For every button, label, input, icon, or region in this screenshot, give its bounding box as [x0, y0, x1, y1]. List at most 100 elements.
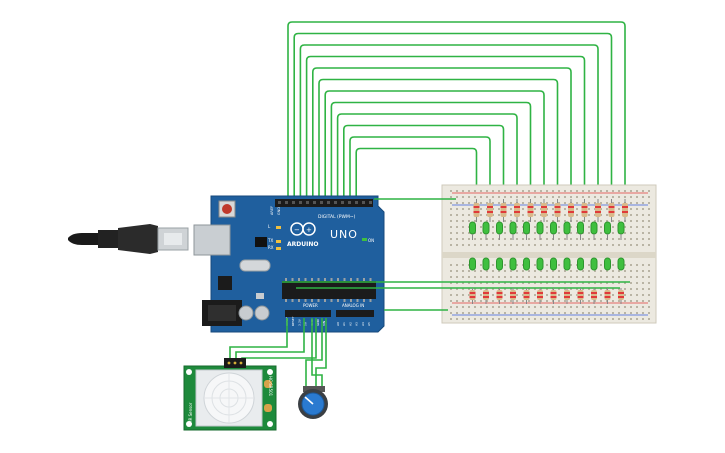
power-header: [285, 310, 331, 317]
tx-label: TX: [267, 238, 273, 243]
resistor: [550, 288, 557, 304]
pir-sensor: PIR Sensor HC-SR501: [183, 358, 277, 431]
digital-wire: [343, 124, 505, 210]
resistor: [537, 288, 543, 304]
capacitor: [254, 305, 270, 321]
power-pin-label: VIN: [322, 321, 326, 326]
svg-text:−: −: [294, 226, 300, 234]
led: [604, 221, 611, 240]
led: [590, 221, 598, 240]
led: [523, 221, 530, 240]
digital-header: [275, 199, 373, 207]
usb-cable-icon: [68, 224, 189, 254]
breadboard: [441, 184, 657, 324]
analog-pin-label: A3: [355, 322, 359, 326]
led: [509, 257, 517, 271]
led: [590, 257, 598, 271]
led: [617, 221, 625, 240]
led: [482, 257, 490, 271]
arduino-board: − + ARDUINO UNO DIGITAL (PWM~) AREF GND …: [193, 195, 385, 333]
usb-port: [193, 224, 231, 256]
led: [577, 257, 584, 271]
power-label: POWER: [303, 303, 318, 308]
resistor: [514, 199, 520, 222]
resistor: [500, 199, 507, 222]
svg-text:+: +: [306, 226, 312, 234]
upper-leds: [469, 221, 625, 240]
resistor: [622, 199, 628, 222]
led: [536, 221, 544, 240]
analog-pin-label: A2: [348, 322, 352, 326]
l-label: L: [268, 224, 271, 229]
capacitor: [238, 305, 254, 321]
atmega-chip: [282, 281, 376, 299]
led: [482, 221, 490, 240]
power-pin-label: GND: [316, 318, 320, 326]
power-pin-label: 5V: [304, 321, 308, 326]
resistor: [541, 199, 547, 222]
pir-dome-icon: [203, 372, 255, 424]
pir-side-left: PIR Sensor: [188, 402, 193, 424]
reset-button-icon[interactable]: [218, 200, 236, 218]
resistor: [591, 288, 597, 304]
on-label: ON: [368, 238, 374, 243]
led: [496, 221, 503, 240]
led: [563, 257, 571, 271]
digital-wire: [324, 90, 545, 210]
pir-side-right: HC-SR501: [268, 376, 273, 397]
analog-header: [336, 310, 374, 317]
resistor: [523, 288, 530, 304]
led: [604, 257, 611, 271]
resistor: [564, 288, 570, 304]
resistor: [527, 199, 534, 222]
aref-label: AREF: [270, 206, 274, 215]
led: [536, 257, 544, 271]
analog-pin-label: A0: [336, 322, 340, 326]
led: [509, 221, 517, 240]
arduino-logo: − +: [290, 222, 316, 236]
led: [617, 257, 625, 271]
gnd-label: GND: [277, 207, 281, 215]
resistor: [595, 199, 601, 222]
resistor: [604, 288, 611, 304]
sensor-wires: [229, 318, 327, 390]
digital-wire: [318, 78, 559, 210]
led: [496, 257, 503, 271]
digital-wire: [330, 101, 532, 210]
digital-wire: [287, 21, 626, 210]
resistor: [554, 199, 561, 222]
arduino-brand: ARDUINO: [287, 241, 318, 248]
crystal: [239, 259, 271, 272]
arduino-model: UNO: [330, 228, 358, 241]
digital-wire: [312, 67, 572, 210]
led: [550, 221, 557, 240]
resistor: [473, 199, 480, 222]
resistor: [577, 288, 584, 304]
resistor: [510, 288, 516, 304]
led: [523, 257, 530, 271]
resistor: [568, 199, 574, 222]
potentiometer-icon[interactable]: [298, 386, 328, 419]
lower-resistors: [469, 288, 624, 304]
resistor: [618, 288, 624, 304]
resistor: [608, 199, 615, 222]
led: [550, 257, 557, 271]
digital-wire: [349, 136, 491, 210]
digital-wire: [293, 32, 613, 210]
resistor: [581, 199, 588, 222]
resistor: [487, 199, 493, 222]
led: [577, 221, 584, 240]
lower-leds: [469, 257, 625, 271]
resistor: [496, 288, 503, 304]
analog-pin-label: A4: [361, 322, 365, 326]
resistor: [483, 288, 489, 304]
digital-label: DIGITAL (PWM~): [318, 214, 356, 220]
analog-label: ANALOG IN: [342, 303, 364, 308]
digital-wire: [299, 44, 599, 210]
power-pin-label: RESET: [291, 316, 295, 326]
digital-wire: [336, 113, 518, 210]
digital-wire: [355, 147, 478, 210]
breadboard-wires: [282, 198, 630, 311]
